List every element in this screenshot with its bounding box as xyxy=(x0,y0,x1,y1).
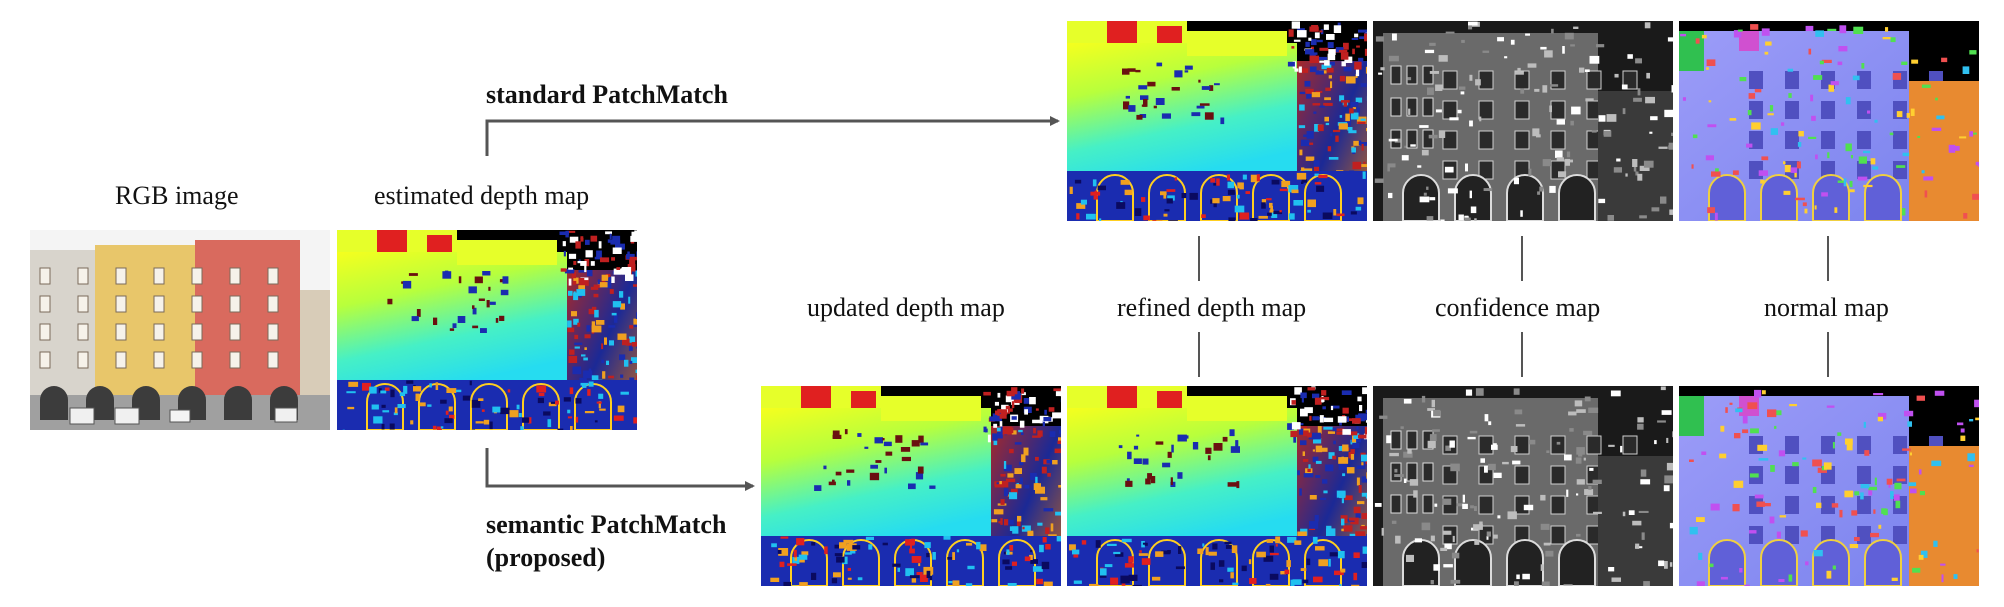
standard-normal-map-image xyxy=(1679,21,1979,221)
refined-depth-map-image xyxy=(1067,386,1367,586)
refined-depth-map-label: refined depth map xyxy=(1117,293,1307,322)
rgb-image-label: RGB image xyxy=(115,181,239,210)
connector-refined-bottom xyxy=(1198,332,1200,377)
semantic-normal-map-image xyxy=(1679,386,1979,586)
connector-normal-bottom xyxy=(1827,332,1829,377)
confidence-map-label: confidence map xyxy=(1435,293,1601,322)
estimated-depth-map-label: estimated depth map xyxy=(374,181,590,210)
semantic-arrow xyxy=(485,448,755,491)
estimated-depth-map-image xyxy=(337,230,637,430)
standard-arrow xyxy=(485,116,1060,156)
standard-depth-map-image xyxy=(1067,21,1367,221)
connector-confidence-top xyxy=(1521,236,1523,281)
connector-normal-top xyxy=(1827,236,1829,281)
connector-confidence-bottom xyxy=(1521,332,1523,377)
rgb-image xyxy=(30,230,330,430)
updated-depth-map-image xyxy=(761,386,1061,586)
connector-refined-top xyxy=(1198,236,1200,281)
updated-depth-map-label: updated depth map xyxy=(807,293,1005,322)
normal-map-label: normal map xyxy=(1764,293,1889,322)
proposed-label: (proposed) xyxy=(486,543,606,572)
standard-patchmatch-label: standard PatchMatch xyxy=(486,80,728,109)
standard-confidence-map-image xyxy=(1373,21,1673,221)
semantic-confidence-map-image xyxy=(1373,386,1673,586)
semantic-patchmatch-label: semantic PatchMatch xyxy=(486,510,727,539)
